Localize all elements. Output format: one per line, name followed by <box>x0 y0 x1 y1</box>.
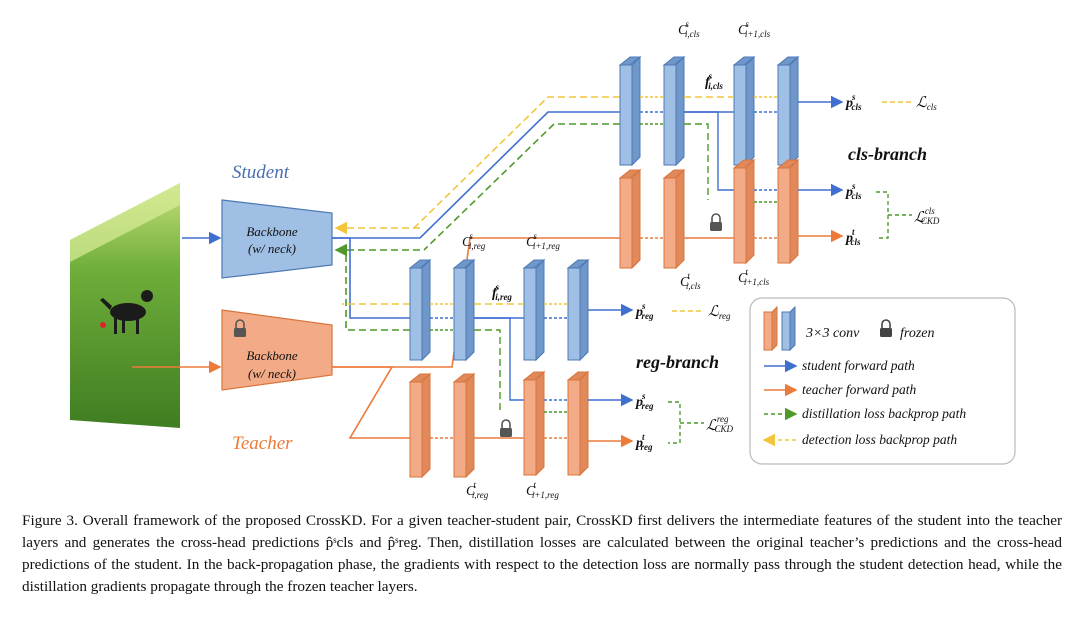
conv-teacher-reg-1 <box>408 372 432 479</box>
conv-teacher-cls-3 <box>732 158 756 265</box>
conv-student-reg-1 <box>408 258 432 362</box>
legend-teacher-path: teacher forward path <box>802 382 916 397</box>
distill-backprop-cls <box>423 123 620 251</box>
cls-branch-label: cls-branch <box>848 144 927 164</box>
lock-icon <box>500 419 512 437</box>
legend: 3×3 conv frozen student forward path tea… <box>749 297 1016 465</box>
legend-student-path: student forward path <box>802 358 915 373</box>
figure-caption: Figure 3. Overall framework of the propo… <box>22 510 1062 598</box>
legend-detect-path: detection loss backprop path <box>802 432 957 447</box>
conv-student-cls-1 <box>618 55 642 167</box>
conv-student-reg-4 <box>566 258 590 362</box>
student-label: Student <box>232 162 290 183</box>
input-image <box>70 183 180 428</box>
conv-teacher-reg-2 <box>452 372 476 479</box>
conv-teacher-reg-4 <box>566 370 590 477</box>
distill-backprop-reg <box>345 254 410 331</box>
loss-reg: ℒreg <box>708 304 731 321</box>
student-backbone-neck: (w/ neck) <box>248 241 296 256</box>
conv-teacher-cls-1 <box>618 168 642 270</box>
conv-student-cls-2 <box>662 55 686 167</box>
conv-student-reg-3 <box>522 258 546 362</box>
teacher-backbone-neck: (w/ neck) <box>248 366 296 381</box>
conv-student-reg-2 <box>452 258 476 362</box>
legend-frozen: frozen <box>900 326 934 341</box>
lock-icon <box>710 213 722 231</box>
detect-backprop-cls <box>413 96 620 229</box>
legend-conv: 3×3 conv <box>805 326 860 341</box>
crosskd-diagram: Student Teacher Backbone (w/ neck) Backb… <box>70 19 1016 500</box>
teacher-backbone-label: Backbone <box>246 348 297 363</box>
legend-conv-icon <box>763 305 796 352</box>
conv-teacher-cls-2 <box>662 168 686 270</box>
teacher-backbone: Backbone (w/ neck) <box>221 309 333 391</box>
lock-icon <box>880 319 892 337</box>
conv-student-cls-4 <box>776 55 800 167</box>
teacher-label: Teacher <box>232 433 293 454</box>
ball <box>100 322 106 328</box>
lock-icon <box>234 319 246 337</box>
teacher-path-to-reg <box>332 366 410 439</box>
legend-distill-path: distillation loss backprop path <box>802 406 966 421</box>
reg-branch-label: reg-branch <box>636 352 719 372</box>
student-path-to-reg <box>332 237 410 319</box>
conv-student-cls-3 <box>732 55 756 167</box>
conv-teacher-reg-3 <box>522 370 546 477</box>
student-backbone-label: Backbone <box>246 224 297 239</box>
dog-silhouette <box>100 290 153 334</box>
student-path-to-cls <box>332 111 620 239</box>
caption-text: Figure 3. Overall framework of the propo… <box>22 512 1062 595</box>
student-backbone: Backbone (w/ neck) <box>221 199 333 279</box>
conv-teacher-cls-4 <box>776 158 800 265</box>
loss-cls: ℒcls <box>916 95 937 112</box>
